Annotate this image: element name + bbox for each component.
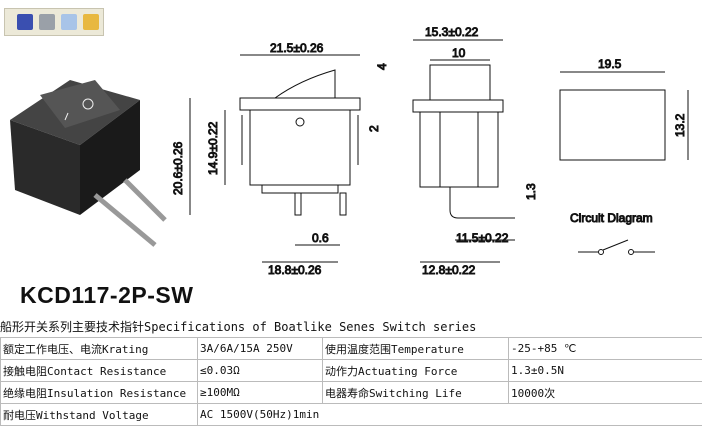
dim-side-pin-height: 1.3 bbox=[524, 183, 538, 200]
dim-side-pin: 11.5±0.22 bbox=[456, 231, 509, 245]
circuit-diagram-label: Circuit Diagram bbox=[570, 211, 653, 225]
specs-title: 船形开关系列主要技术指针Specifications of Boatlike S… bbox=[0, 318, 476, 335]
table-row: 接触电阻Contact Resistance ≤0.03Ω 动作力Actuati… bbox=[1, 360, 702, 382]
switch-photo bbox=[10, 80, 165, 245]
dim-width-top: 21.5±0.26 bbox=[270, 41, 324, 55]
spec-label: 绝缘电阻Insulation Resistance bbox=[1, 382, 198, 404]
dim-width-bottom: 18.8±0.26 bbox=[268, 263, 322, 277]
specs-table: 额定工作电压、电流Krating 3A/6A/15A 250V 使用温度范围Te… bbox=[0, 337, 702, 426]
table-row: 额定工作电压、电流Krating 3A/6A/15A 250V 使用温度范围Te… bbox=[1, 338, 702, 360]
model-title: KCD117-2P-SW bbox=[20, 282, 193, 309]
spec-label: 额定工作电压、电流Krating bbox=[1, 338, 198, 360]
panel-cutout: 19.5 13.2 bbox=[560, 57, 688, 160]
table-row: 绝缘电阻Insulation Resistance ≥100MΩ 电器寿命Swi… bbox=[1, 382, 702, 404]
spec-value: 3A/6A/15A 250V bbox=[198, 338, 323, 360]
dim-pin-gap: 0.6 bbox=[312, 231, 329, 245]
dim-height-outer: 20.6±0.26 bbox=[171, 141, 185, 195]
spec-value: 10000次 bbox=[509, 382, 702, 404]
spec-value: 1.3±0.5N bbox=[509, 360, 702, 382]
spec-label: 动作力Actuating Force bbox=[323, 360, 509, 382]
circuit-symbol bbox=[578, 240, 655, 255]
table-row: 耐电压Withstand Voltage AC 1500V(50Hz)1min bbox=[1, 404, 702, 426]
spec-label: 使用温度范围Temperature bbox=[323, 338, 509, 360]
dim-cut-width: 19.5 bbox=[598, 57, 622, 71]
dim-side-bottom: 12.8±0.22 bbox=[422, 263, 476, 277]
dim-side-top: 15.3±0.22 bbox=[425, 25, 479, 39]
spec-label: 耐电压Withstand Voltage bbox=[1, 404, 198, 426]
spec-value: ≥100MΩ bbox=[198, 382, 323, 404]
side-view: 15.3±0.22 10 11.5±0.22 12.8±0.22 1.3 bbox=[413, 25, 538, 277]
spec-value: AC 1500V(50Hz)1min bbox=[198, 404, 702, 426]
spec-label: 接触电阻Contact Resistance bbox=[1, 360, 198, 382]
dim-height-body: 14.9±0.22 bbox=[206, 121, 220, 175]
spec-label: 电器寿命Switching Life bbox=[323, 382, 509, 404]
spec-value: ≤0.03Ω bbox=[198, 360, 323, 382]
dim-side-inner: 10 bbox=[452, 46, 466, 60]
switch-diagram: 21.5±0.26 20.6±0.26 14.9±0.22 0.6 18.8±0… bbox=[0, 0, 702, 318]
front-view: 21.5±0.26 20.6±0.26 14.9±0.22 0.6 18.8±0… bbox=[171, 41, 389, 277]
dim-step: 2 bbox=[367, 125, 381, 132]
spec-value: -25-+85 ℃ bbox=[509, 338, 702, 360]
dim-cut-height: 13.2 bbox=[673, 113, 687, 137]
dim-rocker: 4 bbox=[375, 63, 389, 70]
